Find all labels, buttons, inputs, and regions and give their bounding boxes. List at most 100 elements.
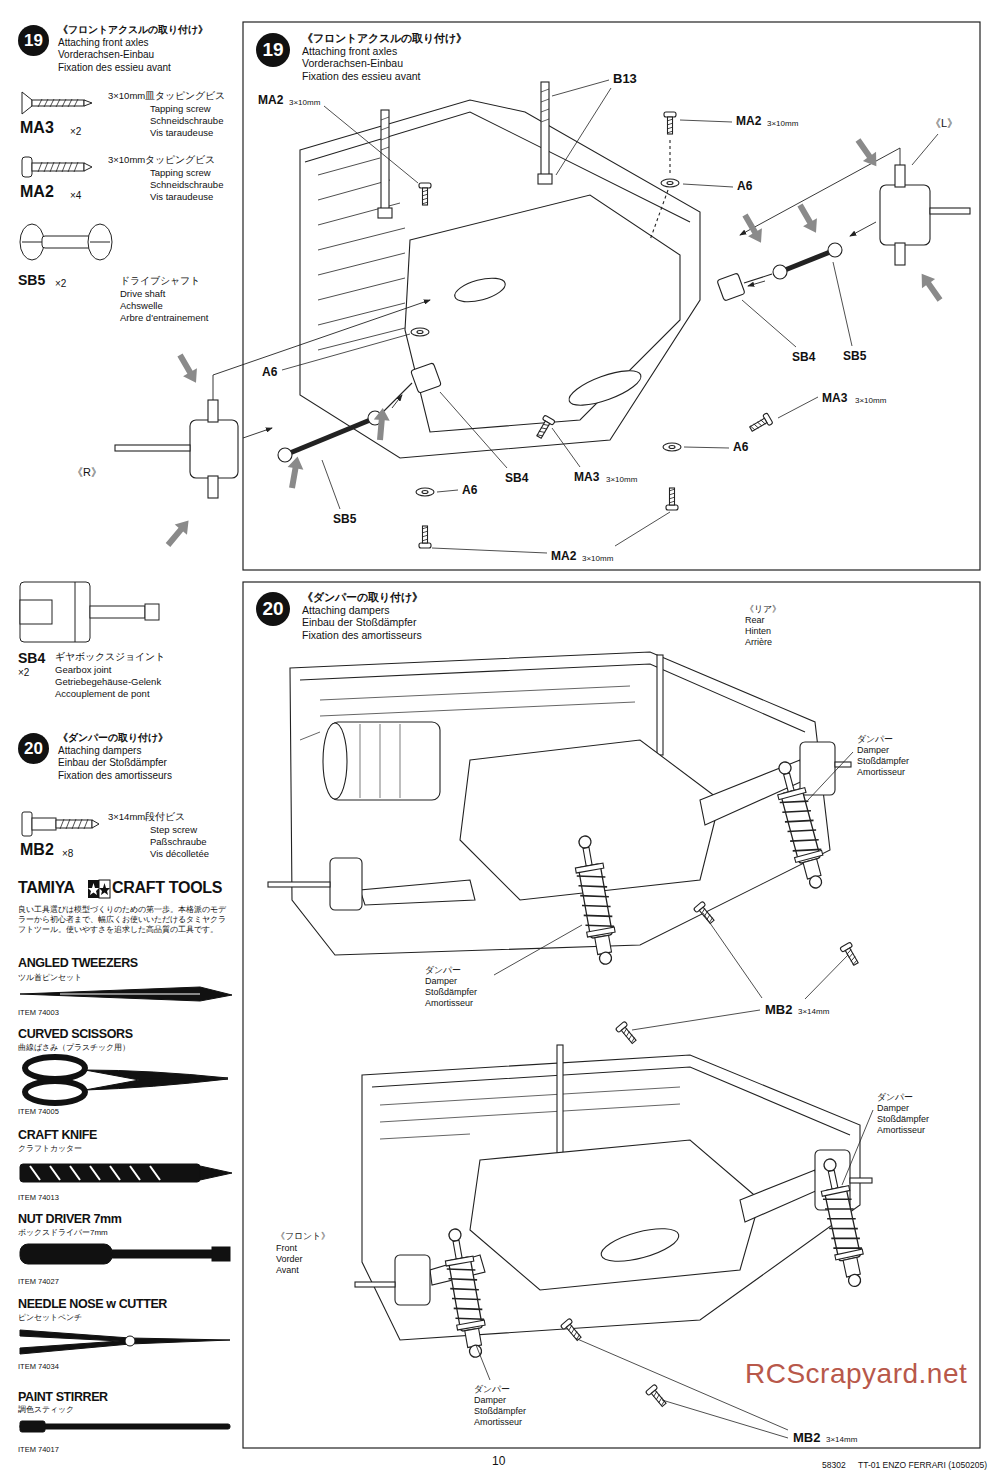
part-icons [56,820,92,828]
label-text: ×2 [70,126,81,138]
label-text: ダンパー [877,1092,913,1102]
part-code: A6 [733,441,748,455]
hint-arrows [372,407,391,440]
hint-arrows [173,351,203,387]
rear-chassis-drawing [290,652,830,955]
part-code: MB2 [765,1003,792,1018]
leader-lines [282,334,410,370]
step-panel [243,22,980,570]
leader-lines [432,548,547,553]
part-code: SB4 [792,351,815,365]
step-number-text: 19 [256,33,290,67]
hint-arrows [793,201,823,237]
step-heading: Vorderachsen-Einbau [58,49,154,61]
part-icons [84,163,92,171]
label-text: Amortisseur [425,998,473,1008]
hint-arrows [915,269,946,304]
front-axle-parts [880,185,930,245]
front-chassis-drawing [318,158,405,350]
leader-lines [683,184,733,187]
front-chassis-drawing [565,364,645,413]
rear-chassis-drawing [800,742,835,795]
leader-lines [912,134,938,165]
label-text: Tapping screw [150,168,211,179]
leader-lines [552,428,580,467]
front-axle-parts [419,526,431,548]
label-text: ダンパー [425,965,461,975]
front-axle-parts [115,112,970,548]
tool-drawings [20,1424,230,1429]
part-code: MA2 [736,115,761,129]
leader-lines [632,1010,760,1030]
label-text: 《フロント》 [276,1231,330,1241]
step-number: 20《ダンパーの取り付け》Attaching dampersEinbau der… [256,592,290,626]
part-code: SB5 [18,272,45,288]
step-number-text: 20 [18,733,49,764]
step-number-text: 20 [256,592,290,626]
front-axle-parts [208,476,218,498]
rear-chassis-drawing [360,724,400,798]
part-icons [84,100,92,106]
label-text: ドライブシャフト [120,276,200,287]
step-number: 19《フロントアクスルの取り付け》Attaching front axlesVo… [18,25,49,56]
front-axle-parts [661,179,679,187]
front-chassis-drawing [557,1045,563,1170]
tamiya-logo [88,880,110,898]
front-axle-parts [669,140,670,176]
front-chassis-drawing [740,1170,818,1222]
leader-lines [476,752,873,1438]
label-text: TT-01 ENZO FERRARI (1050205) [858,1461,987,1471]
front-chassis-drawing [850,1178,872,1183]
part-icons [75,582,76,642]
label-text: Front [276,1243,297,1253]
step-heading: 《フロントアクスルの取り付け》 [302,32,467,44]
label-text: Vis décolletée [150,849,209,860]
hint-arrows [162,135,947,550]
assembly-arrows [392,395,402,408]
step-heading: Fixation des amortisseurs [58,770,172,782]
part-icons [42,236,92,248]
label-text: Schneidschraube [150,116,223,127]
label-text: Achswelle [120,301,163,312]
leader-lines [684,447,729,448]
rear-chassis-drawing [770,759,831,892]
front-axle-parts [190,420,238,478]
tool-drawings [212,1247,230,1261]
front-chassis-drawing [541,82,549,180]
step-heading: Einbau der Stoßdämpfer [302,616,416,628]
rear-chassis-drawing [840,942,861,967]
label-text: 曲線ばさみ（プラスチック用） [18,1043,130,1052]
label-text: Amortisseur [474,1417,522,1427]
front-chassis-drawing [395,1255,430,1305]
brand-title: TAMIYA [18,879,75,897]
assembly-arrows [213,148,900,438]
part-icons [20,600,52,624]
label-text: Tapping screw [150,104,211,115]
part-icons [90,606,145,618]
step-heading: Attaching dampers [58,745,141,757]
label-text: 《L》 [930,117,958,130]
leader-lines [440,392,507,468]
front-axle-parts [416,488,434,496]
label-text: Avant [276,1265,299,1275]
label-text: ボックスドライバー7mm [18,1228,108,1237]
part-icons [22,812,32,836]
step-heading: Fixation des essieu avant [302,70,420,82]
leader-lines [615,512,670,546]
front-chassis-drawing [598,1222,682,1268]
label-text: Rear [745,615,765,625]
part-code: SB5 [843,350,866,364]
front-chassis-drawing [305,112,690,222]
part-icons [88,224,112,260]
label-text: 3×14mm段付ビス [108,812,185,823]
rear-chassis-drawing [615,1021,638,1046]
part-code: MA2 [258,94,283,108]
front-chassis-drawing [381,89,549,150]
step-number: 19《フロントアクスルの取り付け》Attaching front axlesVo… [256,33,290,67]
step-heading: Einbau der Stoßdämpfer [58,757,167,769]
tool-drawings [20,987,232,1001]
part-icons [22,92,32,114]
label-text: ×4 [70,190,81,202]
part-code: SB5 [333,513,356,527]
assembly-arrows [243,428,272,438]
